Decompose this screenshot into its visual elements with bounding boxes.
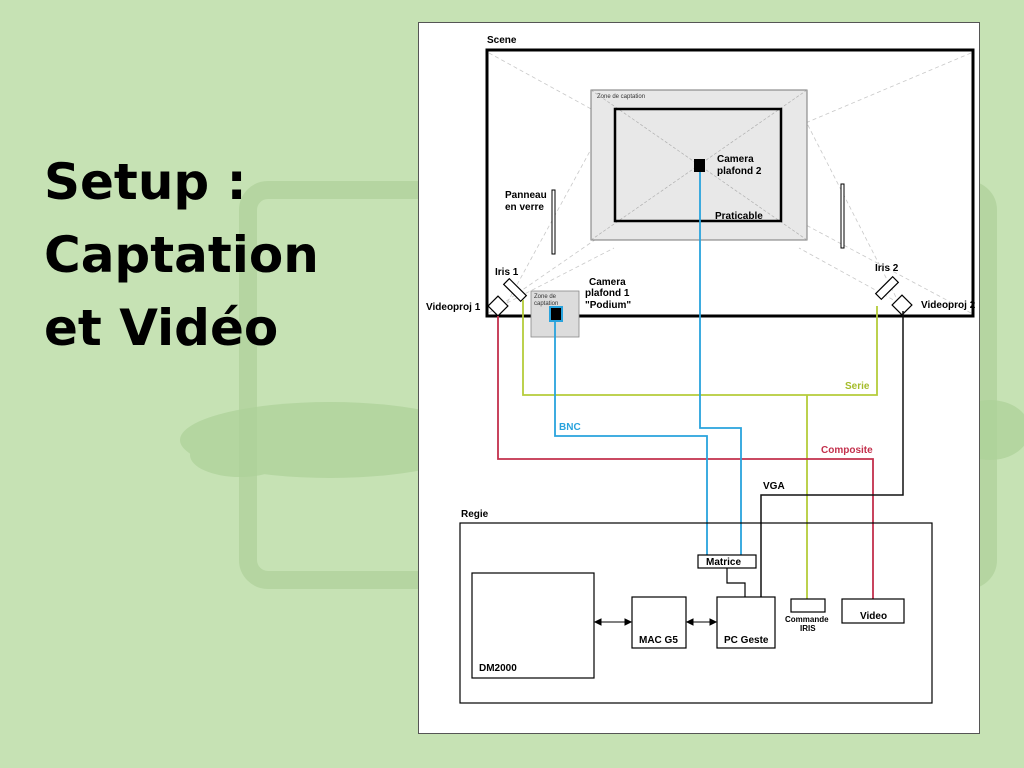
setup-diagram: Scene Zone de captation Praticable Camer… — [418, 22, 980, 734]
camera-2 — [694, 159, 705, 172]
composite-label: Composite — [821, 445, 873, 456]
commande-iris-label-line-1: Commande — [785, 615, 829, 624]
video-label: Video — [860, 611, 887, 622]
bnc-cable-camera-2 — [699, 172, 742, 555]
vga-cable — [760, 311, 904, 597]
glass-panel-label-line-2: en verre — [505, 202, 544, 213]
mac-g5-box — [631, 596, 687, 649]
videoproj-2-label: Videoproj 2 — [921, 300, 976, 311]
diagram-canvas: Scene Zone de captation Praticable Camer… — [426, 35, 976, 704]
video-box — [841, 598, 905, 624]
pc-geste-box — [716, 596, 776, 649]
serie-label: Serie — [845, 381, 870, 392]
bnc-label: BNC — [559, 422, 581, 433]
dm2000-box — [471, 572, 595, 679]
bnc-cable-camera-1 — [554, 321, 708, 555]
videoproj-1 — [487, 295, 509, 317]
regie-box — [459, 522, 933, 704]
slide-title-line-2: Captation — [44, 226, 319, 284]
camera-1-label-line-3: "Podium" — [585, 300, 631, 311]
videoproj-1-label: Videoproj 1 — [426, 302, 481, 313]
scene-label: Scene — [487, 35, 517, 46]
decor-blob-tip — [190, 433, 290, 477]
vga-label: VGA — [763, 481, 785, 492]
glass-panel-label-line-1: Panneau — [505, 190, 547, 201]
videoproj-2 — [891, 294, 913, 316]
camera-2-label-line-1: Camera — [717, 154, 754, 165]
matrice-to-pc-link — [726, 568, 746, 597]
iris-1 — [502, 277, 528, 303]
pc-geste-label: PC Geste — [724, 635, 769, 646]
camera-1 — [549, 306, 563, 322]
glass-panel-left — [551, 189, 556, 255]
matrice-label: Matrice — [706, 557, 741, 568]
praticable-box — [613, 107, 783, 223]
data-arrows — [593, 618, 718, 626]
slide-title: Setup : Captation et Vidéo — [44, 146, 319, 365]
slide-title-line-3: et Vidéo — [44, 299, 279, 357]
mac-g5-label: MAC G5 — [639, 635, 678, 646]
commande-iris-box — [790, 598, 826, 613]
camera-1-label-line-1: Camera — [589, 277, 626, 288]
iris-2 — [874, 275, 900, 301]
regie-label: Regie — [461, 509, 489, 520]
commande-iris-label-line-2: IRIS — [800, 624, 816, 633]
dm2000-label: DM2000 — [479, 663, 517, 674]
composite-cable — [497, 316, 874, 599]
iris-1-label: Iris 1 — [495, 267, 519, 278]
praticable-label: Praticable — [715, 211, 763, 222]
capture-zone-label: Zone de captation — [597, 94, 645, 100]
slide-title-line-1: Setup : — [44, 153, 247, 211]
glass-panel-right — [840, 183, 845, 249]
podium-zone-label-line-2: captation — [534, 301, 558, 307]
podium-zone-label-line-1: Zone de — [534, 294, 557, 300]
camera-1-label-line-2: plafond 1 — [585, 288, 630, 299]
iris-2-label: Iris 2 — [875, 263, 899, 274]
camera-2-label-line-2: plafond 2 — [717, 166, 762, 177]
